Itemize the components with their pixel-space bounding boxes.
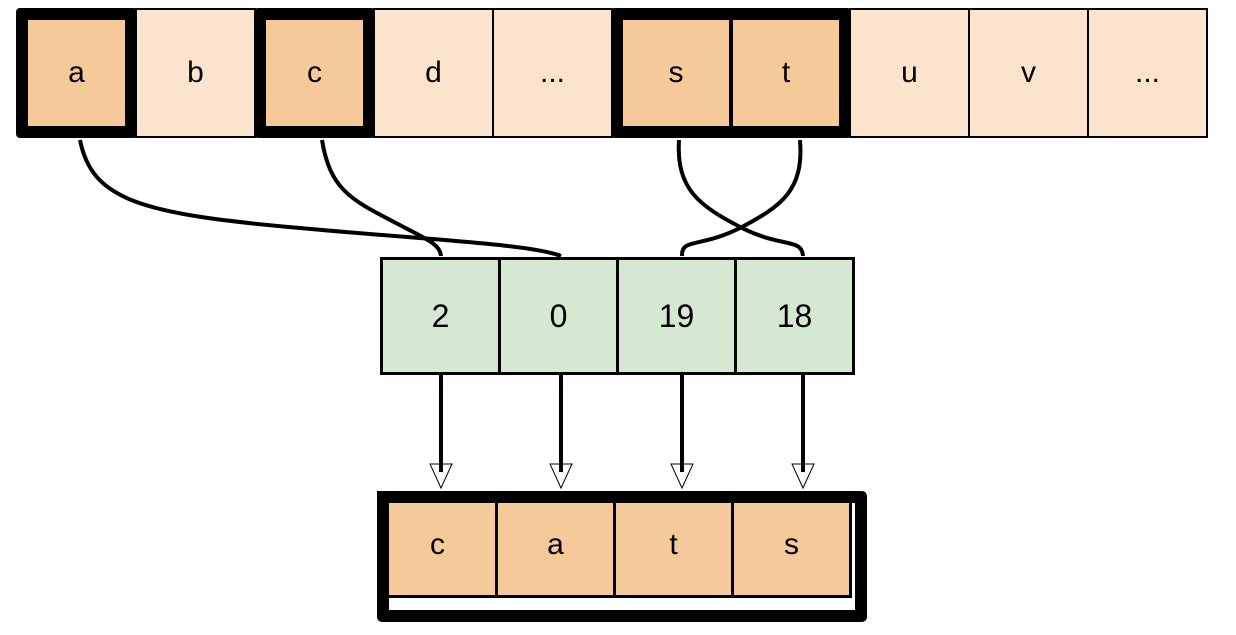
alphabet-strip: a b c d ... s t u v ... bbox=[16, 8, 1223, 138]
curve-a-to-index-0 bbox=[78, 139, 562, 258]
alphabet-cell-label: v bbox=[1021, 56, 1036, 89]
alphabet-cell-label: b bbox=[187, 56, 204, 89]
alphabet-cell-label: s bbox=[668, 56, 684, 89]
curve-c-to-index-2 bbox=[320, 139, 443, 257]
arrow-head-3 bbox=[791, 463, 815, 490]
result-cell-0[interactable]: c bbox=[377, 491, 498, 598]
arrow-head-1 bbox=[549, 463, 573, 490]
result-cell-2[interactable]: t bbox=[613, 491, 734, 598]
alphabet-cell-label: ... bbox=[539, 56, 565, 89]
result-strip: c a t s bbox=[377, 491, 867, 622]
result-cell-3[interactable]: s bbox=[731, 491, 852, 598]
index-cell-0[interactable]: 2 bbox=[380, 257, 501, 375]
result-cell-label: a bbox=[547, 527, 564, 561]
arrow-head-2 bbox=[670, 463, 694, 490]
alphabet-cell-v[interactable]: v bbox=[968, 8, 1089, 138]
alphabet-cell-a[interactable]: a bbox=[16, 8, 137, 138]
alphabet-cell-b[interactable]: b bbox=[135, 8, 256, 138]
alphabet-cell-gap2[interactable]: ... bbox=[1087, 8, 1208, 138]
alphabet-cell-label: d bbox=[425, 56, 442, 89]
result-cell-1[interactable]: a bbox=[495, 491, 616, 598]
alphabet-cell-u[interactable]: u bbox=[849, 8, 970, 138]
index-cell-label: 18 bbox=[776, 297, 813, 334]
alphabet-cell-gap1[interactable]: ... bbox=[492, 8, 613, 138]
curve-s-to-index-18 bbox=[676, 139, 805, 257]
index-cell-label: 2 bbox=[431, 297, 450, 334]
alphabet-cell-label: ... bbox=[1134, 56, 1160, 89]
index-cell-2[interactable]: 19 bbox=[616, 257, 737, 375]
index-strip: 2 0 19 18 bbox=[380, 257, 864, 375]
index-cell-label: 0 bbox=[549, 297, 568, 334]
alphabet-cell-label: u bbox=[901, 56, 918, 89]
index-cell-3[interactable]: 18 bbox=[734, 257, 855, 375]
alphabet-cell-t[interactable]: t bbox=[730, 8, 851, 138]
result-cell-label: s bbox=[784, 527, 799, 561]
result-cell-label: t bbox=[669, 527, 678, 561]
index-to-result-arrows bbox=[429, 375, 815, 490]
index-cell-1[interactable]: 0 bbox=[498, 257, 619, 375]
alphabet-cell-s[interactable]: s bbox=[611, 8, 732, 138]
alphabet-cell-d[interactable]: d bbox=[373, 8, 494, 138]
result-cell-label: c bbox=[430, 527, 445, 561]
index-cell-label: 19 bbox=[658, 297, 695, 334]
alphabet-cell-label: c bbox=[307, 56, 322, 89]
alphabet-cell-label: a bbox=[68, 56, 85, 89]
arrow-head-0 bbox=[429, 463, 453, 490]
alphabet-cell-label: t bbox=[781, 56, 791, 89]
curve-t-to-index-19 bbox=[680, 139, 803, 257]
alphabet-cell-c[interactable]: c bbox=[254, 8, 375, 138]
